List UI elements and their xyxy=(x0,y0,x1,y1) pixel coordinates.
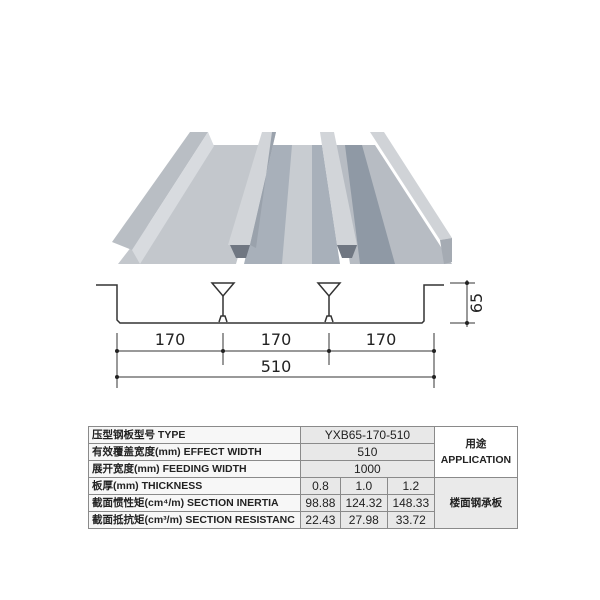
resistance-value: 22.43 xyxy=(300,511,341,529)
application-header-en: APPLICATION xyxy=(440,454,512,466)
table-row-section-resistance: 截面抵抗矩(cm³/m) SECTION RESISTANC 22.43 27.… xyxy=(88,511,518,529)
table-row-type: 压型钢板型号 TYPE YXB65-170-510 用途 APPLICATION xyxy=(88,426,519,478)
inertia-value: 98.88 xyxy=(300,494,341,512)
effect-width-value: 510 xyxy=(300,443,435,461)
inertia-value: 124.32 xyxy=(339,494,388,512)
row-label: 板厚(mm) THICKNESS xyxy=(88,477,301,495)
thickness-value: 1.0 xyxy=(339,477,388,495)
row-label: 截面惯性矩(cm⁴/m) SECTION INERTIA xyxy=(88,494,301,512)
application-header: 用途 APPLICATION xyxy=(433,426,519,478)
feeding-width-value: 1000 xyxy=(300,460,435,478)
inertia-value: 148.33 xyxy=(386,494,435,512)
rib-spacing-1: 170 xyxy=(155,330,186,349)
thickness-value: 0.8 xyxy=(300,477,341,495)
resistance-value: 33.72 xyxy=(386,511,435,529)
rib-spacing-3: 170 xyxy=(366,330,397,349)
cross-section-profile-drawing: 65 170 170 170 510 xyxy=(96,280,486,388)
rib-spacing-2: 170 xyxy=(261,330,292,349)
steel-deck-3d-illustration xyxy=(112,132,452,264)
height-dimension: 65 xyxy=(467,293,486,313)
row-label: 有效覆盖宽度(mm) EFFECT WIDTH xyxy=(88,443,301,461)
type-value: YXB65-170-510 xyxy=(300,426,435,444)
thickness-value: 1.2 xyxy=(386,477,435,495)
resistance-value: 27.98 xyxy=(339,511,388,529)
application-value: 楼面钢承板 xyxy=(433,477,519,529)
application-header-cn: 用途 xyxy=(465,438,487,450)
table-row-thickness: 板厚(mm) THICKNESS 0.8 1.0 1.2 楼面钢承板 xyxy=(88,477,519,529)
total-width: 510 xyxy=(261,357,292,376)
row-label: 压型钢板型号 TYPE xyxy=(88,426,301,444)
table-row-section-inertia: 截面惯性矩(cm⁴/m) SECTION INERTIA 98.88 124.3… xyxy=(88,494,518,512)
row-label: 展开宽度(mm) FEEDING WIDTH xyxy=(88,460,301,478)
row-label: 截面抵抗矩(cm³/m) SECTION RESISTANC xyxy=(88,511,301,529)
